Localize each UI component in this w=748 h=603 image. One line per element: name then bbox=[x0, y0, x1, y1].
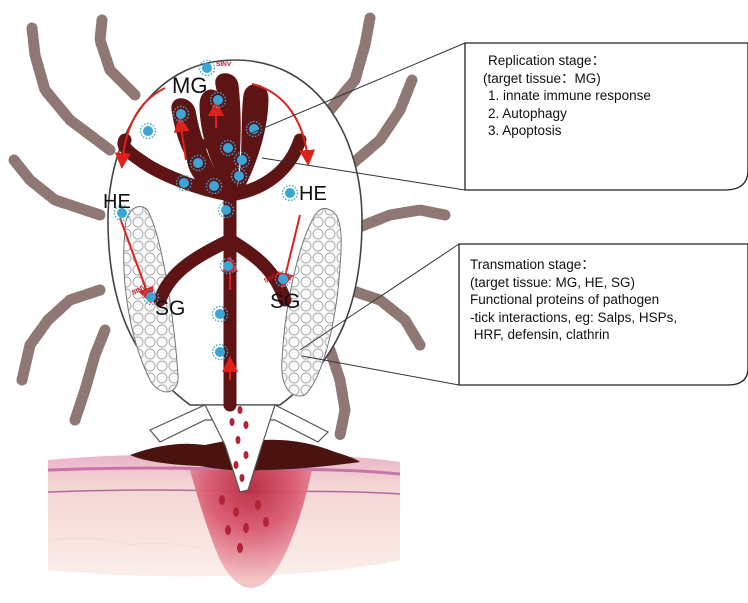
transmission-target: (target tissue: MG, HE, SG) bbox=[470, 274, 677, 292]
transmission-text: Transmation stage： (target tissue: MG, H… bbox=[470, 256, 677, 344]
transmission-line-1: Functional proteins of pathogen bbox=[470, 291, 677, 309]
replication-item-2: 2. Autophagy bbox=[488, 105, 651, 123]
label-midgut: MG bbox=[172, 73, 207, 98]
label-hemolymph-left: HE bbox=[103, 191, 131, 213]
replication-item-1: 1. innate immune response bbox=[488, 87, 651, 105]
replication-item-3: 3. Apoptosis bbox=[488, 122, 651, 140]
label-salivary-right: SG bbox=[270, 290, 300, 313]
host-skin bbox=[48, 440, 400, 588]
label-salivary-left: SG bbox=[155, 297, 185, 320]
virus-tag-midgut: SINV bbox=[216, 61, 232, 68]
replication-text: Replication stage： (target tissue：MG) 1.… bbox=[488, 52, 651, 140]
label-hemolymph-right: HE bbox=[299, 183, 327, 205]
replication-target: (target tissue：MG) bbox=[483, 70, 651, 88]
transmission-line-3: HRF, defensin, clathrin bbox=[470, 326, 677, 344]
replication-title: Replication stage： bbox=[488, 52, 651, 70]
transmission-line-2: -tick interactions, eg: Salps, HSPs, bbox=[470, 309, 677, 327]
transmission-title: Transmation stage： bbox=[470, 256, 677, 274]
